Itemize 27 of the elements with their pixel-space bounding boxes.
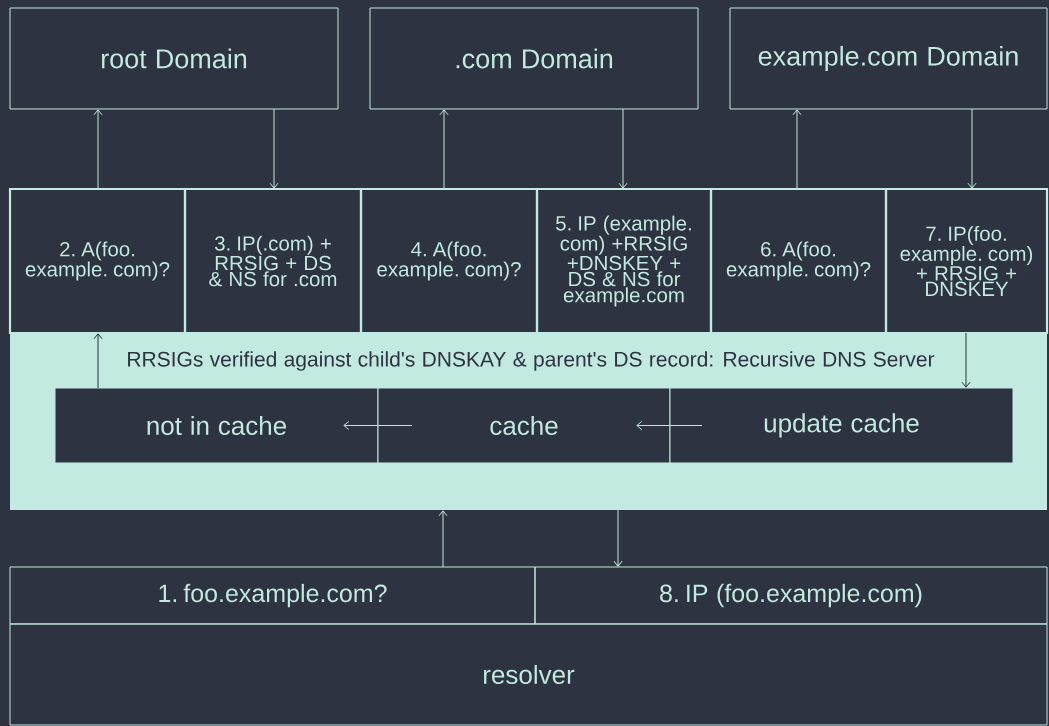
arrow [613, 509, 623, 567]
message-cell: 2. A(foo. example. com)? [8, 187, 187, 335]
message-cell: 1. foo.example.com? [9, 566, 536, 625]
arrow [93, 109, 103, 190]
message-cell: 3. IP(.com) + RRSIG + DS & NS for .com [183, 187, 363, 335]
arrow [792, 109, 802, 190]
arrow [618, 108, 628, 189]
message-cell: 4. A(foo. example. com)? [359, 187, 539, 335]
message-cell: 8. IP (foo.example.com) [534, 566, 1048, 625]
arrow [961, 332, 971, 388]
message-cell: 5. IP (example. com) +RRSIG +DNSKEY + DS & NS for example.com [535, 187, 713, 335]
arrow [439, 109, 449, 190]
message-cell: 6. A(foo. example. com)? [709, 187, 888, 335]
domain-box: example.com Domain [729, 7, 1048, 110]
arrow [636, 421, 703, 430]
cache-box: not in cache [54, 387, 379, 464]
message-cell: 7. IP(foo. example. com) + RRSIG + DNSKEY [884, 187, 1049, 335]
resolver-box: resolver [9, 623, 1048, 726]
cache-box: update cache [669, 387, 1014, 464]
cache-box: cache [377, 387, 671, 464]
arrow [967, 108, 977, 189]
arrow [438, 510, 448, 568]
arrow [343, 421, 413, 430]
arrow [93, 333, 103, 389]
domain-box: .com Domain [369, 7, 699, 110]
domain-box: root Domain [9, 7, 339, 110]
arrow [269, 108, 279, 189]
